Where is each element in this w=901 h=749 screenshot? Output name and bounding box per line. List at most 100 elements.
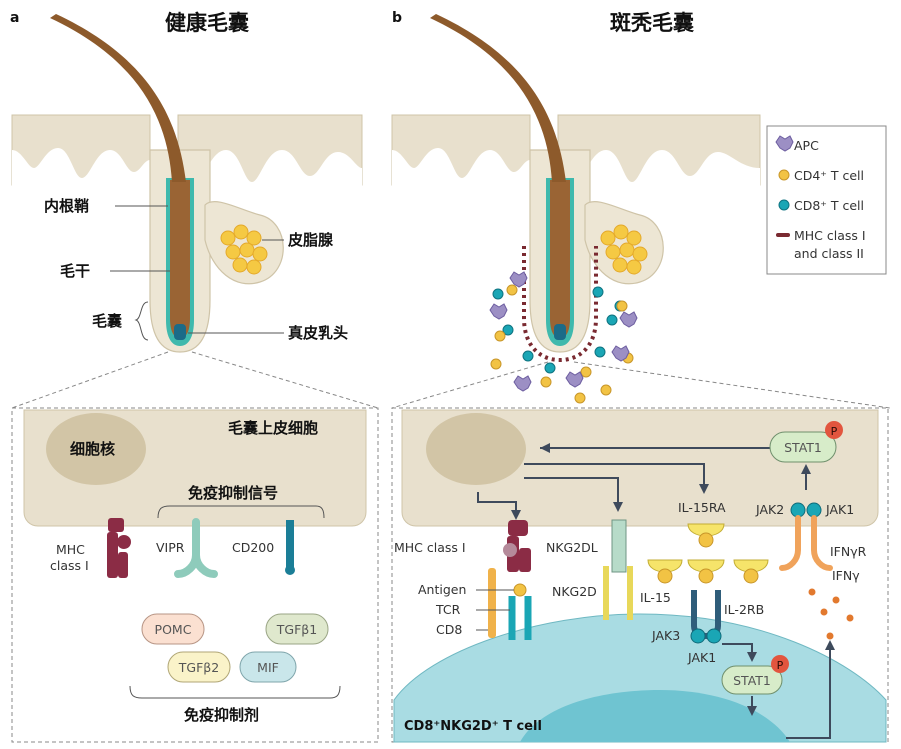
tcell-nucleus (520, 690, 790, 742)
arrowhead-nkg2dl (613, 502, 623, 512)
stat1-top (769, 431, 837, 463)
cd8-cells (492, 286, 626, 374)
apc-cells (489, 271, 638, 392)
arrowhead-stat1-top (801, 464, 811, 474)
label-jak2: JAK2 (755, 502, 784, 517)
jak3-node (690, 628, 706, 644)
tcr-receptor (508, 596, 532, 640)
dermal-papilla-a (174, 324, 186, 340)
legend-cd4: CD4⁺ T cell (794, 168, 864, 183)
pill-pomc-label: POMC (155, 622, 192, 637)
rete-ridges-b (392, 148, 760, 186)
label-dermal-papilla: 真皮乳头 (288, 324, 348, 342)
signals-bracket (157, 505, 325, 519)
zoom-line-b-right (573, 361, 891, 409)
legend-mhc-2: and class II (794, 246, 864, 261)
mhc-class-i-a (107, 518, 131, 578)
label-il2rb: IL-2RB (724, 602, 764, 617)
sebaceous-lobe-b (584, 201, 664, 285)
phospho-top (825, 421, 843, 439)
legend-cd8: CD8⁺ T cell (794, 198, 864, 213)
cd8-coreceptor (488, 568, 496, 638)
label-tcell: CD8⁺NKG2D⁺ T cell (404, 719, 542, 734)
cd200-head (285, 565, 295, 575)
cd4-cells (490, 284, 634, 404)
legend-box (766, 125, 887, 275)
ifng-dots (808, 588, 854, 640)
stat1-bottom-label: STAT1 (733, 673, 771, 688)
zoom-line-a-right (191, 351, 379, 409)
panel-b-top: b 斑秃毛囊 (391, 10, 891, 409)
legend-cd4-icon (778, 169, 790, 181)
hair-shaft-lower-b (550, 180, 570, 338)
label-nucleus: 细胞核 (70, 440, 115, 458)
legend-apc-icon (775, 135, 794, 152)
arrowhead-il15ra (699, 484, 709, 494)
pill-mif (239, 651, 297, 683)
panel-b-title: 斑秃毛囊 (610, 11, 694, 35)
label-hair-shaft: 毛干 (60, 262, 90, 280)
label-mhc-a-2: class I (50, 558, 89, 573)
jak1-node-bottom (706, 628, 722, 644)
label-il15ra: IL-15RA (678, 500, 726, 515)
label-ifngr: IFNγR (830, 544, 867, 559)
phospho-bottom-label: P (777, 659, 784, 672)
label-cd8: CD8 (436, 622, 462, 637)
label-hair-follicle: 毛囊 (92, 312, 123, 330)
label-tcr: TCR (435, 602, 461, 617)
hair-shaft-lower-a (170, 180, 190, 338)
label-leaders-a (110, 205, 284, 341)
pill-tgfb2-label: TGFβ2 (178, 660, 219, 675)
label-sebaceous-gland: 皮脂腺 (288, 231, 334, 249)
panel-a-letter: a (10, 10, 19, 26)
arrowhead-stat1-bottom (747, 652, 757, 662)
stat1-top-label: STAT1 (784, 440, 822, 455)
panel-a-title: 健康毛囊 (165, 11, 249, 35)
legend-mhc-1: MHC class I (794, 228, 866, 243)
label-jak1-top: JAK1 (825, 502, 854, 517)
leaders-b-left (476, 589, 514, 631)
arrow-nucleus-to-nkg2dl (524, 477, 619, 506)
panel-a-bottom: 细胞核 毛囊上皮细胞 免疫抑制信号 MHC class I VIPR CD200… (11, 407, 379, 743)
legend-cd8-icon (778, 199, 790, 211)
label-inner-root-sheath: 内根鞘 (44, 197, 89, 215)
label-ifng: IFNγ (832, 568, 860, 583)
panel-a-zoom-box (11, 407, 379, 743)
jak2-node (790, 502, 806, 518)
label-cd200: CD200 (232, 540, 274, 555)
label-mhc-b: MHC class I (394, 540, 466, 555)
label-il15: IL-15 (640, 590, 671, 605)
suppressors-bracket (129, 685, 341, 699)
beta2m-b (503, 543, 517, 557)
panel-a-top: a 健康毛囊 内 (10, 10, 379, 409)
legend-mhc-icon (776, 233, 790, 237)
pill-tgfb2 (167, 651, 231, 683)
il15-center (698, 568, 714, 584)
arrowhead-mhc (511, 510, 521, 520)
sebaceous-cells-a (220, 224, 268, 275)
phospho-top-label: P (831, 425, 838, 438)
mhc-ring-b (522, 246, 598, 363)
label-nkg2d: NKG2D (552, 584, 597, 599)
il15-top (698, 532, 714, 548)
label-mhc-a-1: MHC (56, 542, 85, 557)
arrow-nucleus-to-mhc (477, 492, 517, 514)
label-jak3: JAK3 (651, 628, 680, 643)
jak1-node-top (806, 502, 822, 518)
label-jak1-bottom: JAK1 (687, 650, 716, 665)
il15-right (743, 568, 759, 584)
label-vipr: VIPR (156, 540, 185, 555)
dermal-papilla-b (554, 324, 566, 340)
vipr-receptor (174, 518, 218, 578)
label-suppressors-title: 免疫抑制剂 (184, 706, 259, 724)
panel-b-letter: b (392, 10, 402, 26)
panel-b-bottom: STAT1 P JAK2 JAK1 IFNγR IFNγ MHC class I (391, 407, 889, 743)
arrowhead-stat1-down (747, 706, 757, 716)
pill-mif-label: MIF (257, 660, 279, 675)
legend-b: APC CD4⁺ T cell CD8⁺ T cell MHC class I … (766, 125, 887, 275)
arrow-tcell-ifng (786, 646, 831, 739)
pill-tgfb1 (265, 613, 329, 645)
rete-ridges-a (12, 148, 362, 186)
legend-apc: APC (794, 138, 819, 153)
